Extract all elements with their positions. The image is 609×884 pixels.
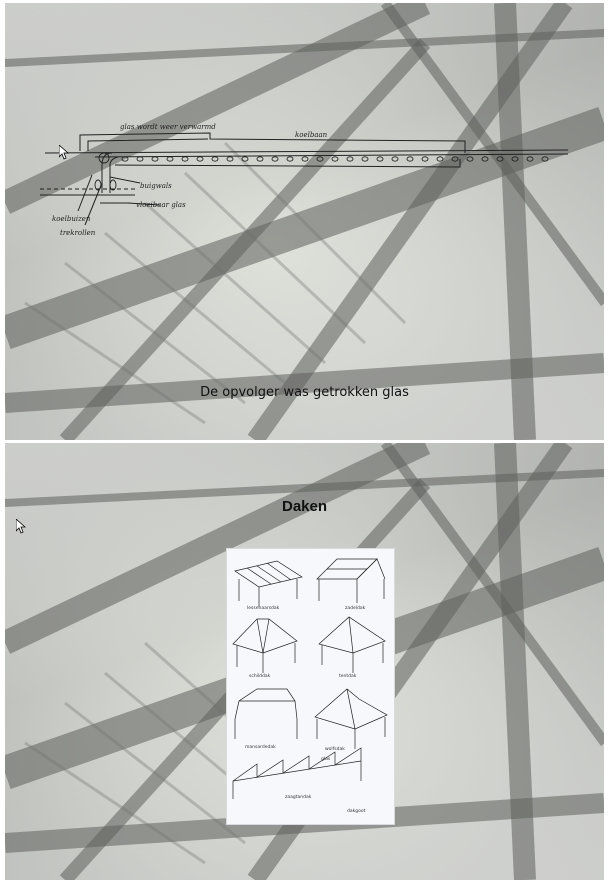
slide-2: Daken	[5, 443, 604, 880]
roof-label-wolfsdak: wolfsdak	[325, 747, 345, 752]
roof-label-mansardedak: mansardedak	[245, 745, 276, 750]
roof-label-dakgoot: dakgoot	[347, 809, 365, 814]
sketch-label-koelbaan: koelbaan	[295, 131, 328, 139]
roof-label-schilddak: schilddak	[249, 674, 270, 679]
roof-label-glas: glas	[321, 757, 330, 762]
mouse-pointer-icon	[59, 145, 69, 160]
sketch-label-vloeibaar: vloeibaar glas	[136, 201, 186, 209]
roof-label-lessenaarsdak: lessenaarsdak	[247, 606, 279, 611]
roof-label-tentdak: tentdak	[339, 674, 356, 679]
slide-caption: De opvolger was getrokken glas	[5, 385, 604, 400]
sketch-label-buigwals: buigwals	[140, 182, 172, 190]
mouse-pointer-icon	[16, 519, 26, 534]
roof-drawings	[227, 549, 394, 824]
roof-types-illustration: lessenaarsdak zadeldak schilddak tentdak…	[226, 548, 395, 825]
slide-title: Daken	[5, 498, 604, 515]
drawn-glass-process-sketch: glas wordt weer verwarmd koelbaan buigwa…	[40, 113, 570, 243]
sketch-label-trekrollen: trekrollen	[60, 229, 96, 237]
roof-label-zaagtandak: zaagtandak	[285, 795, 311, 800]
slide-1: glas wordt weer verwarmd koelbaan buigwa…	[5, 3, 604, 440]
sketch-label-koelbuizen: koelbuizen	[52, 215, 91, 223]
roof-label-zadeldak: zadeldak	[345, 606, 365, 611]
sketch-label-top: glas wordt weer verwarmd	[120, 123, 216, 131]
